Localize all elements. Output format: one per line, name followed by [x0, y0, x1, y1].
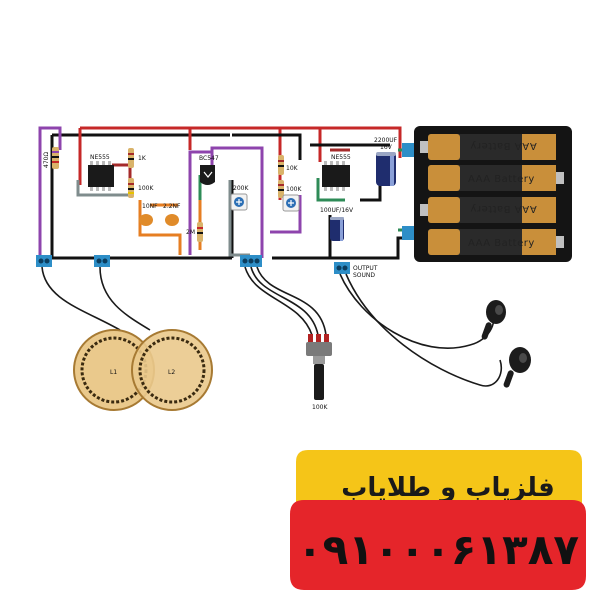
resistor-470: 470Ω	[43, 147, 59, 169]
resistor-100k-b-label: 100K	[286, 186, 302, 193]
capacitor-2200uf-label-1: 2200UF	[374, 137, 398, 144]
capacitor-2-2nf-label: 2.2NF	[163, 203, 181, 210]
transistor-bc547: BC547	[199, 155, 219, 185]
coil-l1-label: L1	[110, 369, 117, 376]
transistor-label: BC547	[199, 155, 219, 162]
resistor-10k-label: 10K	[286, 165, 299, 172]
output-label-1: OUTPUT	[353, 265, 378, 272]
coil-l2-label: L2	[168, 369, 175, 376]
battery-text-1: AAA Battery	[470, 140, 537, 151]
earphones	[481, 300, 531, 388]
potentiometer-100k: 100K	[306, 334, 332, 411]
resistor-2m-label: 2M	[186, 229, 195, 236]
search-coil-l2: L2	[131, 329, 213, 411]
resistor-10k: 10K	[278, 155, 299, 175]
battery-cell-2: AAA Battery	[428, 165, 564, 191]
battery-cell-1: AAA Battery	[420, 134, 556, 160]
resistor-1k: 1K	[128, 148, 147, 168]
capacitor-10nf-label: 10NF	[142, 203, 158, 210]
board-wiring	[38, 126, 412, 260]
battery-pack: AAA Battery AAA Battery AAA Battery AAA …	[414, 126, 572, 262]
resistor-1k-label: 1K	[138, 155, 147, 162]
promo-banner: فلزیاب و طلایاب ۰۹۱۰۰۰۶۱۳۸۷	[290, 450, 586, 590]
capacitor-2-2nf: 2.2NF	[163, 203, 181, 226]
output-label-2: SOUND	[353, 272, 375, 279]
trimpot-200k-label: 200K	[233, 185, 249, 192]
ic1-label: NE555	[90, 154, 110, 161]
terminal-blocks: OUTPUT SOUND	[36, 143, 414, 279]
capacitor-2200uf: 2200UF 16V	[374, 137, 398, 186]
potentiometer-label: 100K	[312, 404, 328, 411]
trimpot-2	[282, 194, 300, 212]
banner-red-box	[290, 500, 586, 590]
banner-phone: ۰۹۱۰۰۰۶۱۳۸۷	[297, 525, 579, 574]
battery-cell-3: AAA Battery	[420, 197, 556, 223]
ic2-label: NE555	[331, 154, 351, 161]
capacitor-2200uf-label-2: 16V	[380, 144, 393, 151]
capacitor-100uf: 100UF/16V	[320, 207, 354, 241]
resistor-100k-a-label: 100K	[138, 185, 154, 192]
resistor-100k-b: 100K	[278, 180, 302, 198]
ic-ne555-1: NE555	[88, 154, 114, 191]
battery-text-4: AAA Battery	[468, 238, 535, 249]
battery-text-3: AAA Battery	[470, 203, 537, 214]
battery-cell-4: AAA Battery	[428, 229, 564, 255]
battery-text-2: AAA Battery	[468, 174, 535, 185]
resistor-100k-a: 100K	[128, 178, 154, 198]
resistor-2m: 2M	[186, 222, 203, 242]
capacitor-10nf: 10NF	[139, 203, 158, 226]
capacitor-100uf-label: 100UF/16V	[320, 207, 354, 214]
external-wires	[41, 266, 502, 387]
ic-ne555-2: NE555	[322, 154, 351, 191]
trimpot-200k: 200K	[230, 185, 249, 211]
banner-title: فلزیاب و طلایاب	[341, 473, 555, 503]
resistor-470-label: 470Ω	[43, 152, 50, 168]
